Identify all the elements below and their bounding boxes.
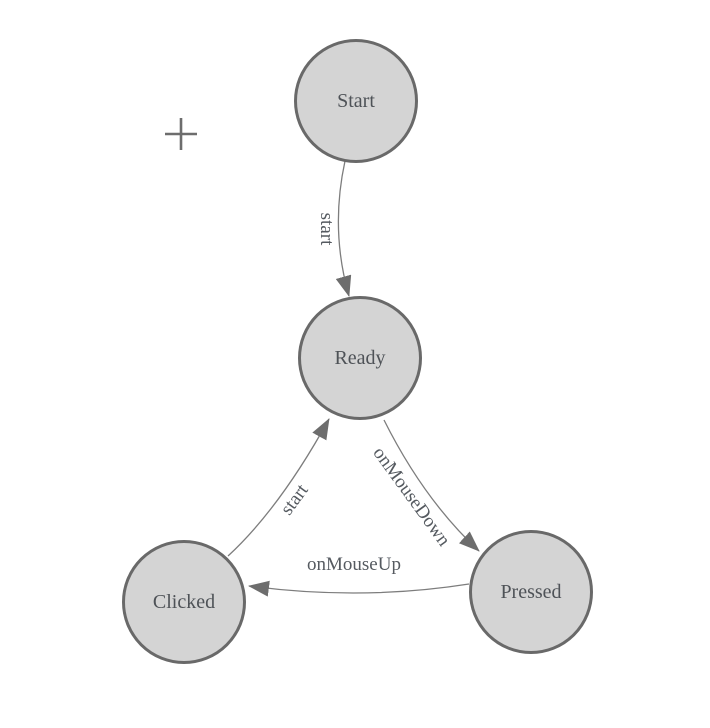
edge-clicked-to-ready[interactable] xyxy=(227,418,330,557)
state-node-pressed[interactable]: Pressed xyxy=(469,530,593,654)
edge-ready-to-pressed[interactable] xyxy=(383,419,480,552)
state-node-clicked[interactable]: Clicked xyxy=(122,540,246,664)
state-node-start-label: Start xyxy=(337,89,375,112)
edge-start-to-ready[interactable] xyxy=(335,160,352,297)
state-node-ready-label: Ready xyxy=(334,346,386,369)
state-node-ready[interactable]: Ready xyxy=(298,296,422,420)
edge-label-start-to-ready: start xyxy=(316,212,337,246)
state-node-start[interactable]: Start xyxy=(294,39,418,163)
edge-label-pressed-to-clicked: onMouseUp xyxy=(307,554,401,575)
edge-pressed-to-clicked[interactable] xyxy=(248,580,470,597)
crosshair-cursor-icon xyxy=(165,118,197,150)
state-node-clicked-label: Clicked xyxy=(152,590,216,613)
state-node-pressed-label: Pressed xyxy=(500,580,562,603)
